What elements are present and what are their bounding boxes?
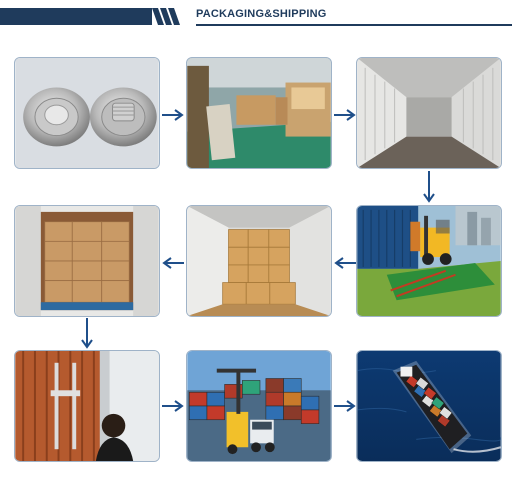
header-underline bbox=[196, 24, 512, 26]
header-bar bbox=[0, 8, 182, 25]
arrow-right-icon bbox=[162, 109, 184, 121]
photo-loaded-container-open-doors bbox=[14, 205, 160, 317]
photo-cargo-ship bbox=[356, 350, 502, 462]
arrow-down-icon bbox=[81, 318, 93, 349]
photo-container-with-cartons bbox=[186, 205, 332, 317]
photo-empty-container bbox=[356, 57, 502, 169]
photo-forklift-loading bbox=[356, 205, 502, 317]
arrow-right-icon bbox=[334, 109, 356, 121]
arrow-right-icon bbox=[162, 400, 184, 412]
arrow-down-icon bbox=[423, 171, 435, 203]
header-stripes-decoration bbox=[152, 8, 186, 25]
photo-metal-caps bbox=[14, 57, 160, 169]
arrow-left-icon bbox=[334, 257, 356, 269]
section-title: PACKAGING&SHIPPING bbox=[196, 8, 327, 20]
photo-container-sealing bbox=[14, 350, 160, 462]
arrow-left-icon bbox=[162, 257, 184, 269]
photo-warehouse bbox=[186, 57, 332, 169]
photo-container-port bbox=[186, 350, 332, 462]
arrow-right-icon bbox=[334, 400, 356, 412]
